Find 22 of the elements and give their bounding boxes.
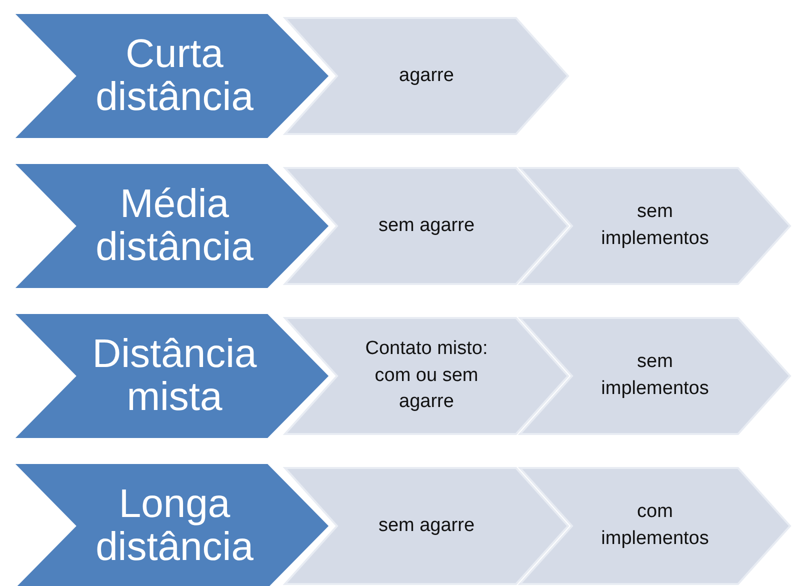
detail-banner	[520, 168, 790, 284]
chevron-label: Longa distância	[94, 482, 254, 570]
category-banner	[13, 463, 330, 586]
chevron-label: agarre	[399, 64, 454, 88]
chevron-label: sem implementos	[600, 350, 710, 401]
category-banner	[13, 313, 330, 439]
chevron-label: Contato misto: com ou sem agarre	[364, 337, 489, 414]
chevron-label: Curta distância	[94, 32, 254, 120]
category-banner	[13, 163, 330, 289]
chevron-label: com implementos	[600, 500, 710, 551]
detail-banner	[285, 468, 568, 584]
detail-banner	[520, 318, 790, 434]
detail-banner	[520, 468, 790, 584]
chevron-label: sem agarre	[378, 214, 475, 238]
detail-banner	[285, 18, 568, 134]
chevron-label: sem agarre	[378, 514, 475, 538]
category-banner	[13, 13, 330, 139]
detail-banner	[285, 168, 568, 284]
chevron-label: Distância mista	[91, 332, 258, 420]
chevron-label: sem implementos	[600, 200, 710, 251]
detail-banner	[285, 318, 568, 434]
chevron-label: Média distância	[94, 182, 254, 270]
